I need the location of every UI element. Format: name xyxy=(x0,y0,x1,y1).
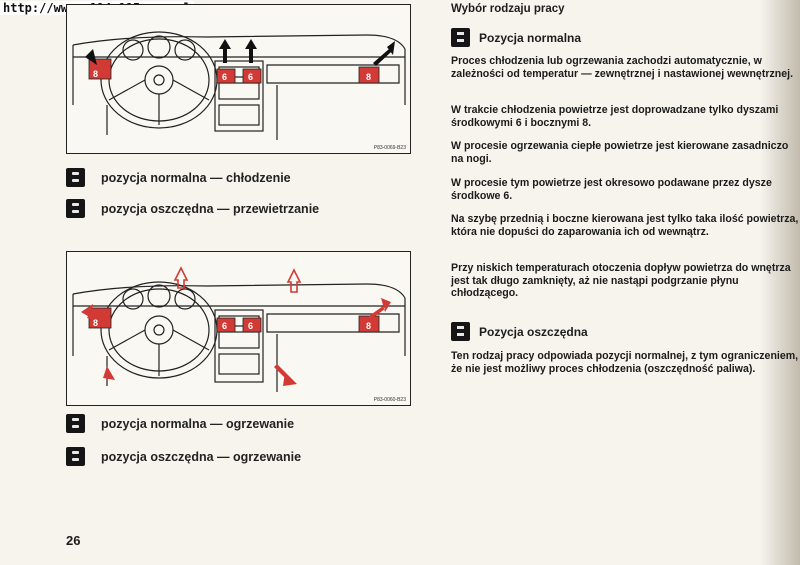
normal-mode-button-icon xyxy=(451,28,470,47)
paragraph: Na szybę przednią i boczne kierowana jes… xyxy=(451,213,799,238)
vent-label-center-right: 6 xyxy=(248,72,253,82)
paragraph: W procesie tym powietrze jest okresowo p… xyxy=(451,177,772,202)
legend-text: pozycja normalna — ogrzewanie xyxy=(101,416,295,431)
paragraph: W procesie ogrzewania ciepłe powietrze j… xyxy=(451,140,789,165)
dashboard-illustration-cooling: 8 6 6 8 xyxy=(72,31,406,140)
vent-label-right: 8 xyxy=(366,321,371,331)
legend-item-economy-heating: pozycja oszczędna — ogrzewanie xyxy=(66,447,301,466)
vent-label-right: 8 xyxy=(366,72,371,82)
paragraph: W trakcie chłodzenia powietrze jest dopr… xyxy=(451,104,779,129)
economy-mode-button-icon xyxy=(451,322,470,341)
subheading-normal: Pozycja normalna xyxy=(451,28,581,47)
page-edge-shadow xyxy=(760,0,800,565)
vent-label-center-left: 6 xyxy=(222,72,227,82)
normal-mode-button-icon xyxy=(66,414,85,433)
figure-code: P83-0069-B23 xyxy=(373,145,406,151)
vent-label-center-left: 6 xyxy=(222,321,227,331)
normal-mode-button-icon xyxy=(66,168,85,187)
dashboard-illustration-heating: 8 6 6 8 xyxy=(72,266,406,392)
dashboard-figure-heating: 8 6 6 8 P83-0060-B23 xyxy=(66,251,411,406)
subheading-text: Pozycja oszczędna xyxy=(479,324,588,339)
paragraph: Proces chłodzenia lub ogrzewania zachodz… xyxy=(451,55,794,80)
legend-item-economy-ventilation: pozycja oszczędna — przewietrzanie xyxy=(66,199,319,218)
legend-text: pozycja oszczędna — ogrzewanie xyxy=(101,449,302,464)
page-number: 26 xyxy=(66,533,81,548)
vent-label-left: 8 xyxy=(93,318,98,328)
vent-label-left: 8 xyxy=(93,69,98,79)
subheading-text: Pozycja normalna xyxy=(479,30,582,45)
subheading-economy: Pozycja oszczędna xyxy=(451,322,588,341)
section-heading: Wybór rodzaju pracy xyxy=(451,3,565,15)
economy-mode-button-icon xyxy=(66,447,85,466)
legend-item-normal-heating: pozycja normalna — ogrzewanie xyxy=(66,414,294,433)
paragraph: Ten rodzaj pracy odpowiada pozycji norma… xyxy=(451,350,799,375)
legend-text: pozycja normalna — chłodzenie xyxy=(101,170,291,185)
paragraph: Przy niskich temperaturach otoczenia dop… xyxy=(451,262,791,299)
vent-label-center-right: 6 xyxy=(248,321,253,331)
dashboard-figure-cooling: 8 6 6 8 P83-0069-B23 xyxy=(66,4,411,154)
legend-item-normal-cooling: pozycja normalna — chłodzenie xyxy=(66,168,291,187)
figure-code: P83-0060-B23 xyxy=(373,397,406,403)
legend-text: pozycja oszczędna — przewietrzanie xyxy=(101,201,320,216)
economy-mode-button-icon xyxy=(66,199,85,218)
